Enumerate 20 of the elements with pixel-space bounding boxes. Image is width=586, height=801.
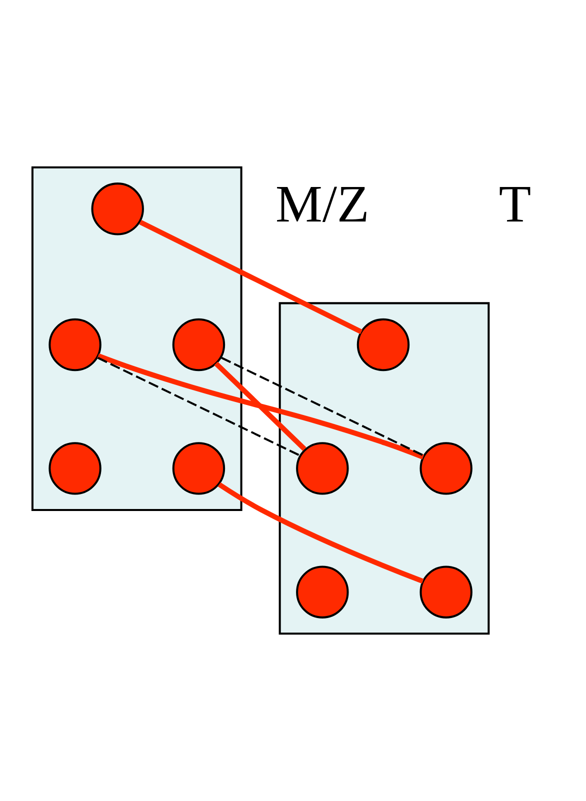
- label: T: [498, 176, 532, 234]
- node-circle: [296, 442, 349, 495]
- connector: [97, 356, 301, 457]
- connector: [97, 353, 424, 460]
- node-circle: [420, 442, 472, 495]
- node-circle: [172, 442, 226, 495]
- node-circle: [91, 182, 144, 236]
- connector: [221, 356, 424, 457]
- cluster: [31, 166, 242, 511]
- node-circle: [172, 318, 226, 372]
- connector: [139, 220, 363, 334]
- node-circle: [296, 566, 349, 618]
- cluster: [278, 302, 490, 635]
- node-circle: [48, 442, 102, 495]
- connector: [214, 362, 306, 451]
- connector: [218, 482, 424, 584]
- node-circle: [420, 566, 472, 618]
- node-circle: [48, 318, 102, 372]
- node-circle: [356, 318, 410, 372]
- label: M/Z: [276, 176, 370, 234]
